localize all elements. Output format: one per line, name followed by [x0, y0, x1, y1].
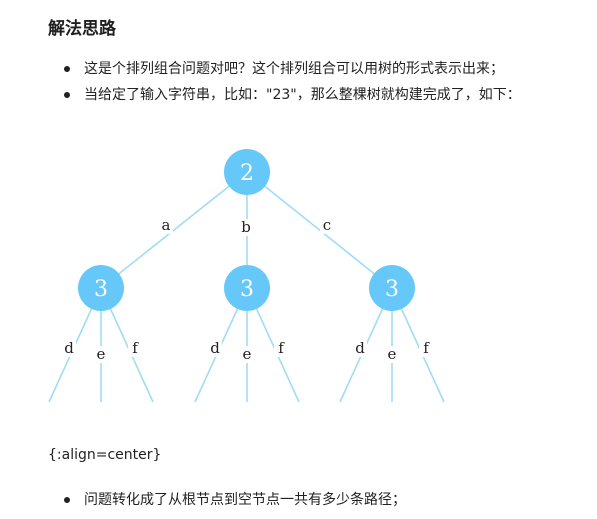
- section-heading: 解法思路: [48, 19, 116, 39]
- tree-node: [369, 265, 415, 311]
- list-item-text: 当给定了输入字符串，比如："23"，那么整棵树就构建完成了，如下：: [84, 87, 521, 103]
- tree-node-label: 3: [240, 277, 254, 302]
- tree-edge: [246, 171, 393, 289]
- tree-node: [224, 265, 270, 311]
- list-item-text: 问题转化成了从根节点到空节点一共有多少条路径；: [84, 492, 406, 508]
- leaf-label-bg: [240, 346, 254, 363]
- edge-label-bg: [239, 219, 253, 236]
- list-item: 这是个排列组合问题对吧？这个排列组合可以用树的形式表示出来；: [62, 56, 521, 82]
- tree-node-label: 3: [94, 277, 108, 302]
- leaf-label-bg: [208, 340, 222, 357]
- leaf-label: d: [355, 339, 365, 357]
- edge-label: c: [323, 216, 331, 234]
- tree-labels: a b c d e f d e f d e f: [62, 216, 433, 363]
- leaf-label: e: [388, 345, 397, 363]
- leaf-label-bg: [62, 340, 76, 357]
- tree-node-label: 2: [240, 161, 254, 186]
- bullet-list-2: 问题转化成了从根节点到空节点一共有多少条路径；: [62, 487, 406, 513]
- leaf-label-bg: [128, 340, 142, 357]
- leaf-label: f: [423, 339, 430, 357]
- tree-diagram: 2 3 3 3 a b c d e f d e f d e f: [48, 149, 445, 403]
- list-item-text: 这是个排列组合问题对吧？这个排列组合可以用树的形式表示出来；: [84, 61, 504, 77]
- bullet-dot: [64, 66, 70, 72]
- tree-node-root: [224, 149, 270, 195]
- edge-label-bg: [320, 217, 334, 234]
- leaf-label: e: [97, 345, 106, 363]
- leaf-label: d: [64, 339, 74, 357]
- leaf-label-bg: [94, 346, 108, 363]
- leaf-label-bg: [385, 346, 399, 363]
- bullet-dot: [64, 497, 70, 503]
- leaf-label-bg: [274, 340, 288, 357]
- edge-label-bg: [159, 217, 173, 234]
- list-item: 问题转化成了从根节点到空节点一共有多少条路径；: [62, 487, 406, 513]
- leaf-label-bg: [353, 340, 367, 357]
- tree-node-label: 3: [385, 277, 399, 302]
- leaf-label: f: [132, 339, 139, 357]
- list-item: 当给定了输入字符串，比如："23"，那么整棵树就构建完成了，如下：: [62, 82, 521, 108]
- tree-edge: [100, 171, 248, 289]
- bullet-list: 这是个排列组合问题对吧？这个排列组合可以用树的形式表示出来； 当给定了输入字符串…: [62, 56, 521, 108]
- bullet-dot: [64, 92, 70, 98]
- leaf-label: d: [210, 339, 220, 357]
- tree-figure: 2 3 3 3 a b c d e f d e f d e f: [0, 140, 597, 410]
- leaf-label: e: [243, 345, 252, 363]
- tree-nodes: 2 3 3 3: [78, 149, 415, 311]
- edge-label: a: [162, 216, 171, 234]
- leaf-label: f: [278, 339, 285, 357]
- edge-label: b: [241, 218, 251, 236]
- align-note: {:align=center}: [48, 447, 162, 463]
- leaf-label-bg: [419, 340, 433, 357]
- tree-node: [78, 265, 124, 311]
